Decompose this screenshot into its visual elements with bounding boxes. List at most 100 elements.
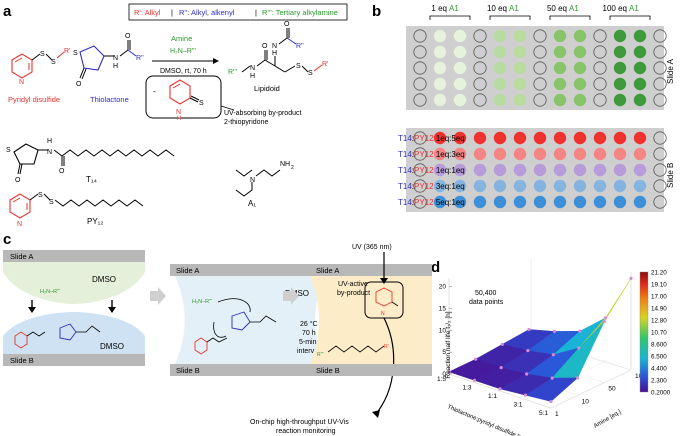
svg-text:N: N xyxy=(17,221,22,228)
panel-a-scheme: R': Alkyl | R'': Alkyl, alkenyl | R''': … xyxy=(6,3,348,228)
well xyxy=(633,131,647,145)
well xyxy=(473,195,487,209)
svg-text:N: N xyxy=(272,43,277,50)
well xyxy=(553,147,567,161)
t14-structure: S O H N O xyxy=(6,138,175,184)
legend-sep1: | xyxy=(171,8,173,17)
well xyxy=(633,179,647,193)
c-thiolactone-small xyxy=(59,323,101,341)
amine-formula: H₂N–R''' xyxy=(170,48,196,55)
well xyxy=(473,77,487,91)
well xyxy=(533,179,547,193)
svg-text:N: N xyxy=(19,79,24,86)
well xyxy=(553,61,567,75)
well xyxy=(593,179,607,193)
svg-text:S: S xyxy=(49,199,54,206)
svg-text:R''': R''' xyxy=(228,69,237,76)
well xyxy=(613,45,627,59)
pyridyl-disulfide-label: Pyridyl disulfide xyxy=(8,95,60,104)
thiopyridone-structure: - N H S xyxy=(153,79,204,122)
well xyxy=(593,93,607,107)
colorbar-tick-label: 0.2000 xyxy=(651,390,671,397)
well xyxy=(473,45,487,59)
data-point xyxy=(526,349,530,353)
svg-text:N: N xyxy=(250,65,255,72)
well xyxy=(413,179,427,193)
well xyxy=(593,163,607,177)
well xyxy=(533,93,547,107)
legend-r3: R''': Tertiary alkylamine xyxy=(262,8,338,17)
svg-text:H: H xyxy=(272,50,277,57)
well xyxy=(653,45,667,59)
data-point xyxy=(523,393,528,397)
well xyxy=(553,179,567,193)
column-header-eq: 100 eq xyxy=(603,4,627,13)
well xyxy=(473,29,487,43)
well xyxy=(413,45,427,59)
well xyxy=(633,163,647,177)
svg-text:O: O xyxy=(15,177,21,184)
well xyxy=(613,29,627,43)
data-point xyxy=(552,329,557,334)
well xyxy=(573,61,587,75)
svg-text:O: O xyxy=(59,168,65,175)
x-tick-label: 1:5 xyxy=(437,376,446,383)
c-slide-a-2 xyxy=(170,264,330,276)
well xyxy=(653,163,667,177)
column-header-amine: A1 xyxy=(509,4,519,13)
svg-text:2: 2 xyxy=(291,165,294,171)
well xyxy=(573,179,587,193)
data-point xyxy=(577,346,581,350)
data-point xyxy=(500,342,504,346)
data-point xyxy=(447,370,451,374)
data-point xyxy=(472,378,477,382)
byproduct-label-1: UV-absorbing by-product xyxy=(224,110,301,117)
data-point xyxy=(576,376,580,380)
well xyxy=(433,131,447,145)
py12-structure: N S S xyxy=(9,192,144,228)
well xyxy=(593,131,607,145)
well xyxy=(593,147,607,161)
well xyxy=(413,77,427,91)
c-monitoring-1: On-chip high-throughput UV-Vis xyxy=(250,419,349,426)
z-tick-label: 20 xyxy=(439,284,447,291)
svg-text:S: S xyxy=(296,63,301,70)
svg-text:O: O xyxy=(125,33,131,40)
svg-text:S: S xyxy=(40,51,45,58)
d-x-label: Thiolactone:pyridyl disulfide [eq./eq.] xyxy=(446,404,538,436)
c-droplet-3 xyxy=(310,276,432,364)
well xyxy=(653,77,667,91)
data-point xyxy=(527,327,531,332)
x-tick-label: 3:1 xyxy=(514,402,523,409)
well xyxy=(453,195,467,209)
well xyxy=(573,163,587,177)
column-header-eq: 10 eq xyxy=(487,4,507,13)
colorbar-tick-label: 12.80 xyxy=(651,318,667,325)
well xyxy=(553,131,567,145)
well xyxy=(533,131,547,145)
well xyxy=(593,29,607,43)
well xyxy=(513,29,527,43)
well xyxy=(413,163,427,177)
well xyxy=(453,93,467,107)
z-tick-label: 10 xyxy=(439,327,447,334)
well xyxy=(653,93,667,107)
svg-text:H: H xyxy=(250,73,255,80)
c-uv-label: UV (365 nm) xyxy=(352,244,392,251)
reaction-conditions: DMSO, rt, 70 h xyxy=(160,68,207,75)
colorbar-tick-label: 19.10 xyxy=(651,282,667,289)
amine-label: Amine xyxy=(171,34,192,43)
well xyxy=(493,93,507,107)
well xyxy=(413,61,427,75)
well xyxy=(473,163,487,177)
svg-text:N: N xyxy=(47,149,52,156)
data-point xyxy=(474,357,478,361)
data-point xyxy=(499,366,503,370)
c-slide-a-3 xyxy=(310,264,432,276)
row-label: T14:PY12 1eq:3eq xyxy=(398,150,465,159)
well xyxy=(413,195,427,209)
data-point xyxy=(578,329,582,333)
x-tick-label: 5:1 xyxy=(539,410,548,417)
